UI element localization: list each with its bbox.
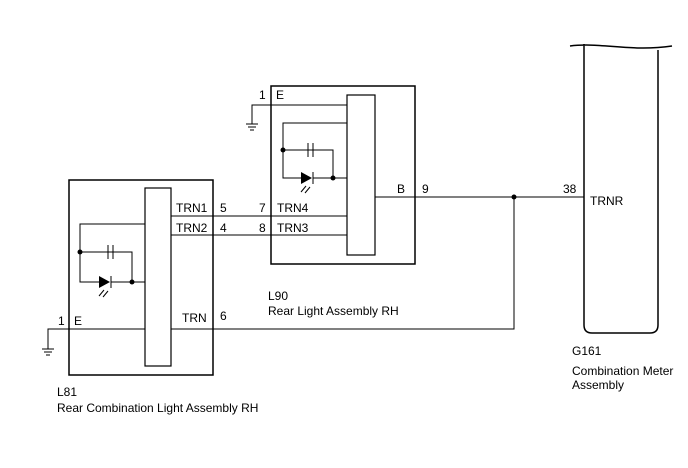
l90-pin-e-label: E	[276, 88, 284, 102]
harness-wires	[213, 194, 584, 330]
g161-pin-38-number: 38	[563, 182, 577, 196]
g161-name-line2: Assembly	[572, 378, 624, 392]
splice-junction-dot	[511, 194, 517, 200]
l81-ecu-block	[144, 187, 172, 367]
l81-led-icon	[98, 276, 132, 298]
l90-ground-icon	[246, 104, 271, 131]
l90-pin-8-number: 8	[259, 221, 266, 235]
g161-pin-trnr-label: TRNR	[590, 194, 624, 208]
l81-name-label: Rear Combination Light Assembly RH	[57, 401, 258, 415]
l90-name-label: Rear Light Assembly RH	[268, 304, 399, 318]
l90-code-label: L90	[268, 289, 288, 303]
l90-pin-trn4-label: TRN4	[277, 201, 309, 215]
l90-pin-e-number: 1	[259, 88, 266, 102]
l81-led-circuit	[77, 223, 145, 298]
l90-ecu-block	[346, 94, 376, 256]
l81-pin-trn-label: TRN	[182, 311, 207, 325]
l81-pin-e-label: E	[74, 314, 82, 328]
l81-code-label: L81	[57, 385, 77, 399]
l81-ground-icon	[42, 328, 69, 356]
l90-pin-7-number: 7	[259, 201, 266, 215]
l90-led-circuit	[280, 122, 347, 194]
l81-component: TRN1 TRN2 TRN E 1 5 4 6 L81 Rear Combina…	[57, 179, 258, 415]
l90-pin-9-number: 9	[422, 182, 429, 196]
wire-trn-to-b	[213, 197, 515, 330]
l90-led-icon	[300, 172, 333, 194]
l81-junction-dot	[77, 249, 83, 255]
l81-pin-5-number: 5	[220, 201, 227, 215]
g161-outline	[569, 44, 673, 334]
l81-pin-4-number: 4	[220, 221, 227, 235]
l90-component: TRN4 TRN3 B E 1 7 8 9 L90 Rear Light Ass…	[259, 85, 429, 318]
l81-outline	[68, 179, 214, 376]
l81-pin-trn2-label: TRN2	[176, 221, 208, 235]
g161-component: TRNR 38 G161 Combination Meter Assembly	[563, 44, 673, 392]
l90-outline	[270, 85, 416, 265]
g161-name-line1: Combination Meter	[572, 364, 673, 378]
l90-pin-b-label: B	[397, 182, 405, 196]
l81-pin-6-number: 6	[220, 309, 227, 323]
g161-code-label: G161	[572, 344, 602, 358]
l81-pin-trn1-label: TRN1	[176, 201, 208, 215]
l90-pin-trn3-label: TRN3	[277, 221, 309, 235]
l90-junction-dot	[280, 147, 286, 153]
l81-pin-e-number: 1	[58, 314, 65, 328]
